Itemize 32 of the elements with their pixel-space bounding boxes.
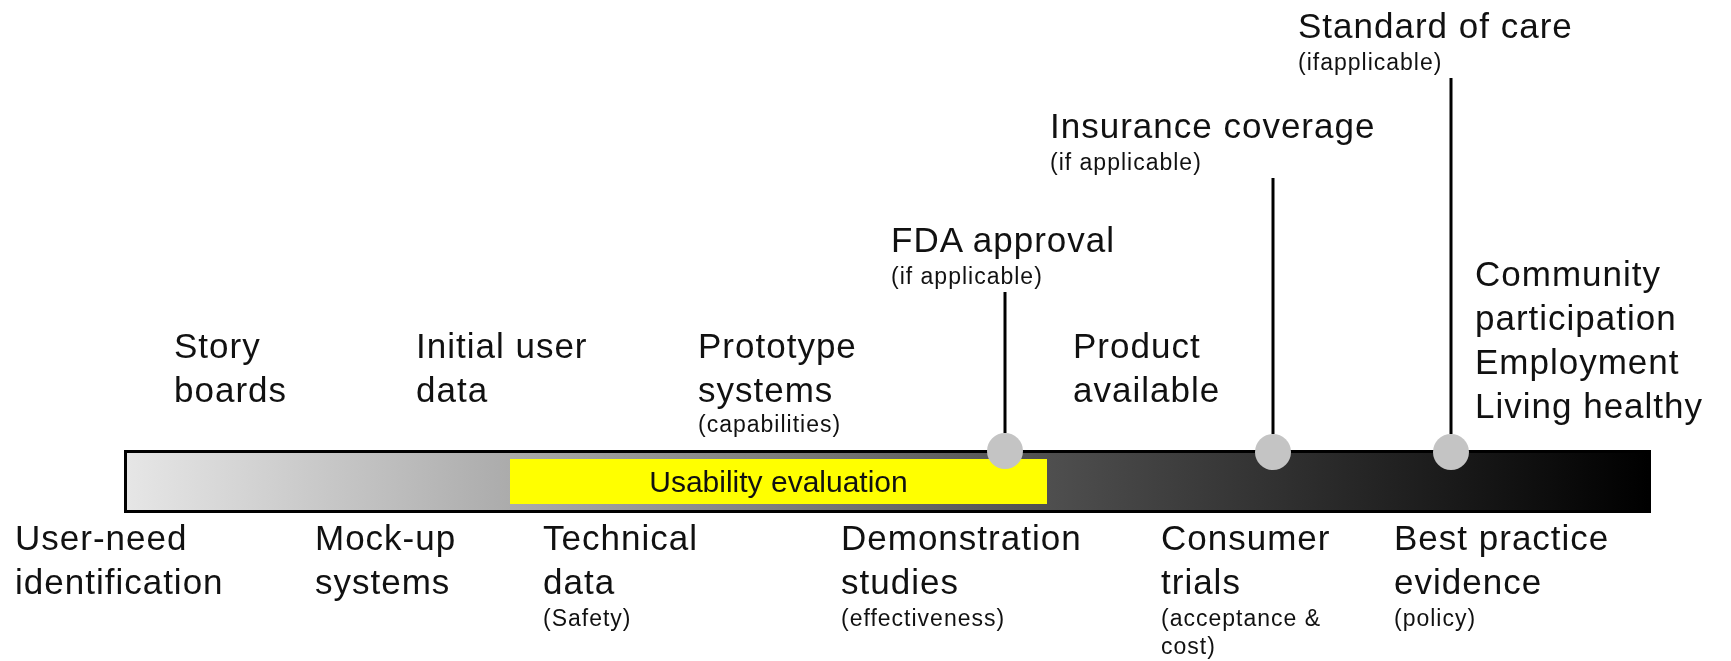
milestone-dot (1433, 434, 1469, 470)
milestone-note: (if applicable) (1050, 148, 1203, 176)
stage-label: Technical data (543, 517, 699, 603)
stage-note: (Safety) (543, 604, 632, 632)
milestone-note: (if applicable) (891, 262, 1044, 290)
stage-label: Employment (1475, 341, 1680, 383)
stage-label: Consumer trials (1161, 517, 1332, 603)
leader-line (1271, 178, 1275, 434)
milestone-dot (1255, 434, 1291, 470)
leader-line (1003, 292, 1007, 433)
stage-note: (capabilities) (698, 410, 842, 438)
milestone-dot (987, 433, 1023, 469)
gradient-bar (124, 450, 1651, 513)
stage-label: Mock-up systems (315, 517, 458, 603)
milestone-title: Standard of care (1298, 5, 1573, 47)
stage-label: User-need identification (15, 517, 225, 603)
stage-note: (policy) (1394, 604, 1477, 632)
stage-label: Demonstration studies (841, 517, 1083, 603)
stage-label: Story boards (174, 325, 289, 411)
stage-label: Initial user data (416, 325, 589, 411)
stage-label: Living healthy (1475, 385, 1704, 427)
phase-band: Usability evaluation (510, 459, 1047, 504)
stage-note: (acceptance & cost) (1161, 604, 1323, 660)
milestone-title: Insurance coverage (1050, 105, 1376, 147)
leader-line (1449, 78, 1453, 434)
stage-label: Product available (1073, 325, 1222, 411)
milestone-note: (ifapplicable) (1298, 48, 1444, 76)
milestone-title: FDA approval (891, 219, 1116, 261)
stage-label: Prototype systems (698, 325, 858, 411)
stage-label: Community participation (1475, 253, 1678, 339)
stage-label: Best practice evidence (1394, 517, 1611, 603)
stage-note: (effectiveness) (841, 604, 1006, 632)
